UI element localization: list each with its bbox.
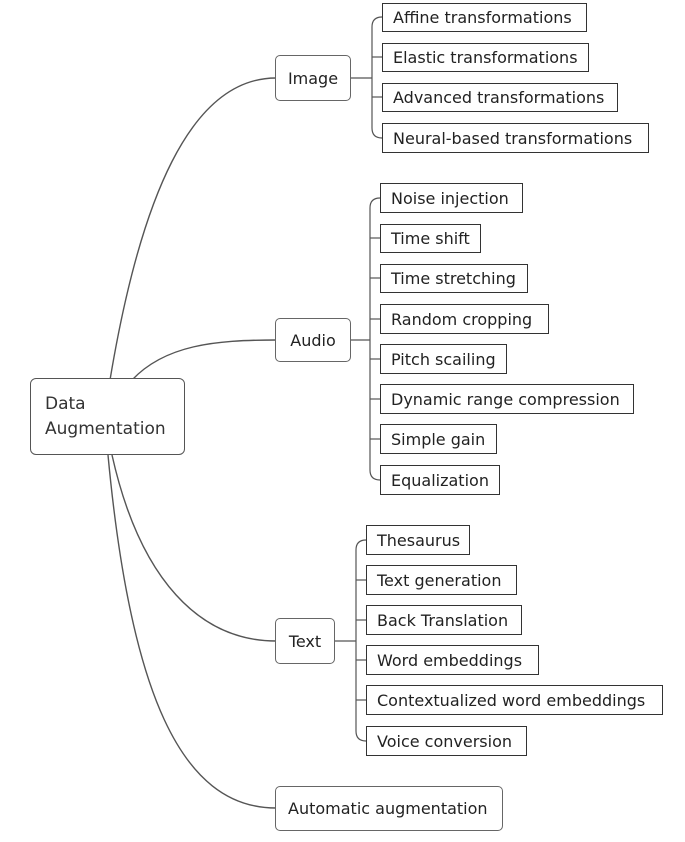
leaf-label: Thesaurus	[377, 530, 461, 550]
category-image: Image	[275, 55, 351, 101]
category-text-label: Text	[288, 631, 322, 651]
category-audio: Audio	[275, 318, 351, 362]
root-node: Data Augmentation	[30, 378, 185, 455]
image-branch-lines	[350, 16, 383, 139]
leaf-contextualized-word-embeddings: Contextualized word embeddings	[366, 685, 663, 715]
leaf-time-shift: Time shift	[380, 224, 481, 253]
leaf-text-generation: Text generation	[366, 565, 517, 595]
leaf-label: Equalization	[391, 470, 489, 490]
leaf-advanced-transformations: Advanced transformations	[382, 83, 618, 112]
leaf-thesaurus: Thesaurus	[366, 525, 470, 555]
leaf-label: Random cropping	[391, 309, 533, 329]
leaf-label: Dynamic range compression	[391, 389, 620, 409]
root-label-line2: Augmentation	[45, 418, 166, 439]
category-text: Text	[275, 618, 335, 664]
audio-branch-lines	[350, 197, 381, 481]
leaf-noise-injection: Noise injection	[380, 183, 523, 213]
leaf-label: Voice conversion	[377, 731, 512, 751]
leaf-equalization: Equalization	[380, 465, 500, 495]
connector-root-image	[109, 77, 277, 381]
leaf-label: Simple gain	[391, 429, 486, 449]
leaf-label: Time stretching	[391, 269, 516, 288]
category-automatic-augmentation: Automatic augmentation	[275, 786, 503, 831]
leaf-label: Pitch scailing	[391, 349, 496, 369]
leaf-time-stretching: Time stretching	[380, 264, 528, 293]
leaf-word-embeddings: Word embeddings	[366, 645, 539, 675]
leaf-label: Text generation	[377, 570, 502, 590]
leaf-random-cropping: Random cropping	[380, 304, 549, 334]
leaf-label: Elastic transformations	[393, 48, 578, 67]
leaf-dynamic-range-compression: Dynamic range compression	[380, 384, 634, 414]
leaf-affine-transformations: Affine transformations	[382, 3, 587, 32]
leaf-label: Back Translation	[377, 610, 509, 630]
connector-root-text	[111, 454, 277, 642]
connector-root-audio	[131, 339, 277, 381]
root-label-line1: Data	[45, 393, 86, 414]
category-automatic-augmentation-label: Automatic augmentation	[288, 799, 488, 818]
leaf-label: Neural-based transformations	[393, 128, 633, 148]
connector-root-automatic	[107, 454, 277, 809]
leaf-elastic-transformations: Elastic transformations	[382, 43, 589, 72]
text-branch-lines	[334, 539, 367, 742]
leaf-label: Affine transformations	[393, 8, 572, 27]
leaf-label: Time shift	[391, 229, 470, 248]
leaf-label: Word embeddings	[377, 650, 523, 670]
leaf-pitch-scailing: Pitch scailing	[380, 344, 507, 374]
leaf-simple-gain: Simple gain	[380, 424, 497, 454]
leaf-label: Advanced transformations	[393, 88, 605, 107]
leaf-label: Noise injection	[391, 188, 509, 208]
leaf-neural-based-transformations: Neural-based transformations	[382, 123, 649, 153]
leaf-voice-conversion: Voice conversion	[366, 726, 527, 756]
leaf-label: Contextualized word embeddings	[377, 690, 646, 710]
category-audio-label: Audio	[290, 330, 336, 350]
leaf-back-translation: Back Translation	[366, 605, 522, 635]
category-image-label: Image	[287, 68, 339, 88]
root-label: Data Augmentation	[45, 392, 166, 442]
